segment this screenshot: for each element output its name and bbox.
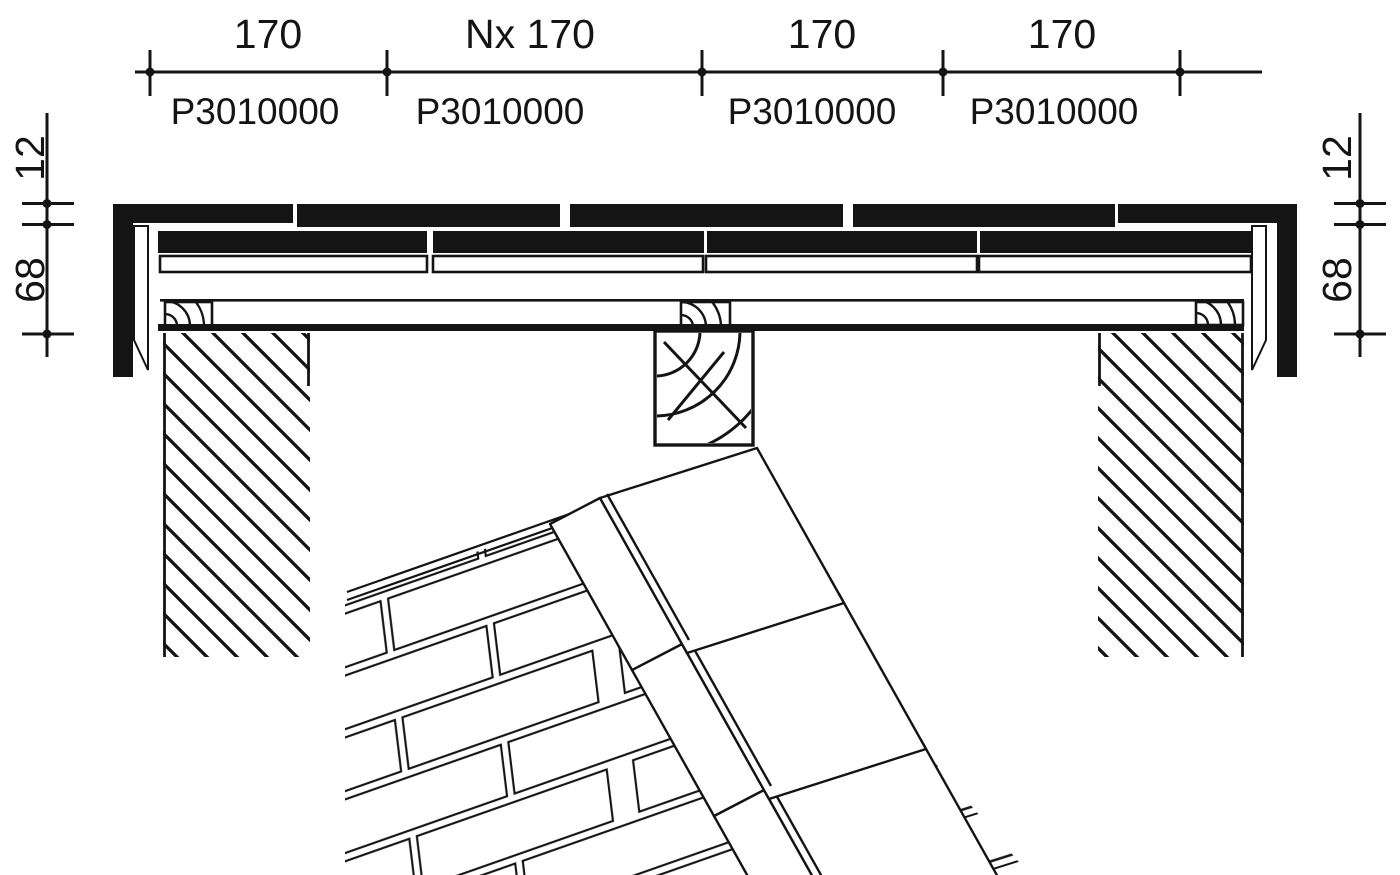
right-dim-upper-label: 12 xyxy=(1314,135,1360,181)
product-code-label-2: P3010000 xyxy=(416,91,585,132)
sarking-board-line xyxy=(160,299,1244,302)
verge-tile-1 xyxy=(548,446,846,672)
verge-tile-1-top-face xyxy=(598,446,846,655)
left-bargeboard xyxy=(133,225,149,371)
left-gable-wall-section xyxy=(163,333,310,657)
tile-batten-strip xyxy=(158,254,1253,274)
tile-course-upper xyxy=(297,204,1115,227)
verge-tiles xyxy=(548,446,999,875)
right-dim-lower-label: 68 xyxy=(1314,257,1360,303)
verge-tile-2 xyxy=(630,592,928,818)
perspective-view xyxy=(345,446,1034,875)
left-dimension-chain xyxy=(22,113,74,357)
underlay-membrane xyxy=(158,324,1244,331)
top-dimension-chain xyxy=(135,50,1262,96)
product-code-label-1: P3010000 xyxy=(171,91,340,132)
dim-length-label-4: 170 xyxy=(1028,11,1096,57)
dim-length-label-2: Nx 170 xyxy=(465,11,595,57)
left-verge-flashing xyxy=(113,204,293,377)
ridge-beam-section xyxy=(653,329,755,447)
right-verge-flashing xyxy=(1118,204,1297,377)
right-gable-wall-section xyxy=(1098,333,1244,657)
section-view xyxy=(113,204,1297,657)
right-bargeboard xyxy=(1251,225,1267,371)
tile-course-lower xyxy=(158,231,1252,253)
product-code-label-3: P3010000 xyxy=(728,91,897,132)
dim-length-label-3: 170 xyxy=(788,11,856,57)
left-dim-upper-label: 12 xyxy=(7,135,53,181)
dim-length-label-1: 170 xyxy=(234,11,302,57)
right-dimension-chain xyxy=(1334,113,1386,357)
left-dim-lower-label: 68 xyxy=(7,257,53,303)
product-code-label-4: P3010000 xyxy=(970,91,1139,132)
top-dimension-tick-dots xyxy=(145,67,1185,77)
